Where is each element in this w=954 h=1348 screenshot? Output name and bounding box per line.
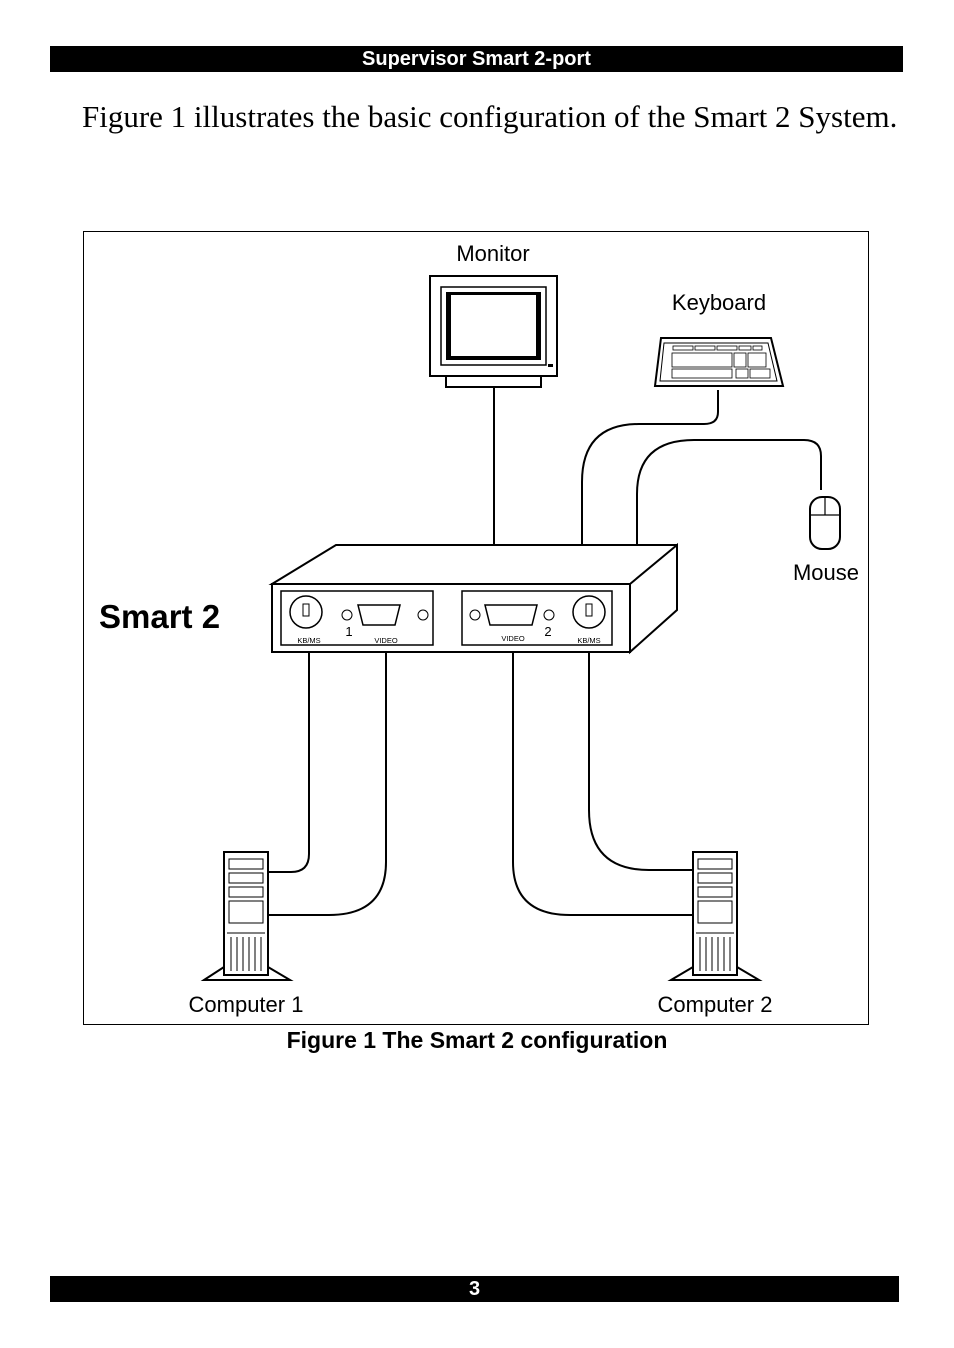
page-number: 3 [50,1276,899,1302]
monitor-icon [429,275,558,388]
computer1-label: Computer 1 [189,992,304,1017]
computer2-label: Computer 2 [658,992,773,1017]
intro-paragraph: Figure 1 illustrates the basic configura… [82,99,898,134]
computer1-icon [200,851,294,981]
device-label: Smart 2 [99,598,220,635]
mouse-icon [809,496,841,550]
port2-number: 2 [544,624,551,639]
computer2-icon [667,851,763,981]
computer2-video-cable [512,650,693,916]
computer2-kbms-cable [588,650,693,871]
computer1-video-cable [266,650,387,916]
cables [264,388,822,916]
port2-kbms-label: KB/MS [577,636,600,645]
port1-kbms-label: KB/MS [297,636,320,645]
port1-video-label: VIDEO [374,636,398,645]
mouse-label: Mouse [793,560,859,585]
smart2-switch [268,542,678,655]
keyboard-cable [581,390,719,545]
figure-caption: Figure 1 The Smart 2 configuration [286,1027,668,1053]
mouse-cable [636,439,822,545]
monitor-label: Monitor [456,241,529,266]
figure-frame: Monitor Keyboard Mouse Smart 2 Computer … [83,231,869,1025]
port1-number: 1 [345,624,352,639]
computer1-kbms-cable [264,650,310,873]
smart2-diagram: Monitor Keyboard Mouse Smart 2 Computer … [99,241,859,1017]
running-header: Supervisor Smart 2-port [50,46,903,72]
port2-video-label: VIDEO [501,634,525,643]
keyboard-icon [653,337,785,387]
keyboard-label: Keyboard [672,290,766,315]
